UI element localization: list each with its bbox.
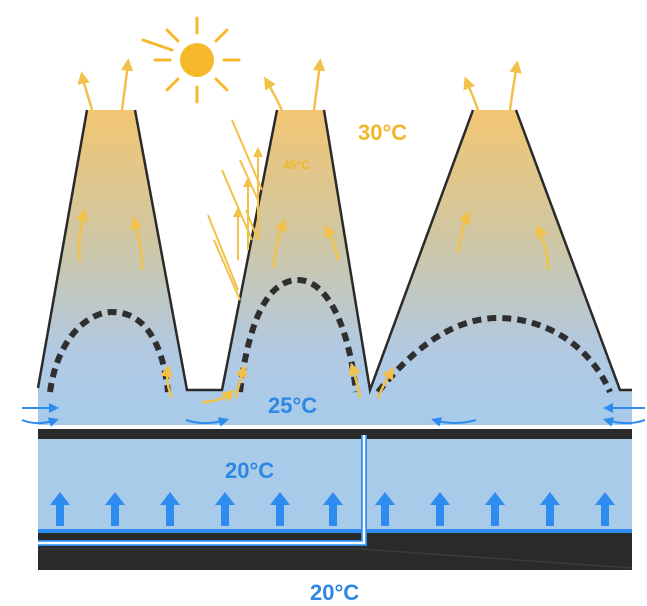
up-arrow-icon [323, 492, 343, 526]
upper-air-zone [36, 109, 632, 425]
ground-temperature-label: 20°C [310, 580, 359, 605]
airflow-arrow-icon [264, 76, 284, 111]
ground-slab [38, 533, 632, 570]
up-arrow-icon [540, 492, 560, 526]
mid-temperature-label: 25°C [268, 393, 317, 418]
up-arrow-icon [50, 492, 70, 526]
dome-left [47, 308, 171, 393]
ground-duct [38, 435, 367, 546]
airflow-arrow-icon [21, 417, 59, 427]
solar-rays [207, 119, 263, 301]
airflow-arrow-icon [234, 364, 248, 399]
up-arrow-icon [105, 492, 125, 526]
up-arrow-icon [270, 492, 290, 526]
lower-temperature-label: 20°C [225, 458, 274, 483]
airflow-arrow-icon [456, 210, 471, 253]
cool-airflow-arrows [21, 403, 646, 427]
ground-highlight [38, 548, 633, 569]
peak-shapes [38, 110, 632, 425]
airflow-arrow-icon [536, 224, 550, 271]
dashed-domes [47, 276, 613, 394]
top-temperature-label: 30°C [358, 120, 407, 145]
airflow-arrow-icon [463, 76, 480, 111]
airflow-arrow-icon [201, 389, 235, 404]
dome-right [375, 314, 613, 394]
cool-floor-line [38, 529, 632, 533]
airflow-arrow-icon [348, 362, 362, 399]
airflow-arrow-icon [120, 58, 134, 111]
airflow-arrow-icon [130, 216, 144, 271]
up-arrow-icon [375, 492, 395, 526]
peak-outline [36, 109, 632, 395]
airflow-arrow-icon [76, 208, 89, 263]
up-arrow-icon [160, 492, 180, 526]
airflow-arrow-icon [312, 58, 326, 111]
airflow-arrow-icon [272, 218, 287, 269]
airflow-arrow-icon [431, 417, 477, 427]
sun-icon [141, 16, 241, 104]
warm-airflow-arrows [76, 58, 550, 404]
up-arrow-icon [430, 492, 450, 526]
airflow-arrow-icon [508, 60, 522, 111]
floor-slab [38, 429, 632, 439]
airflow-arrow-icon [185, 417, 229, 427]
airflow-arrow-icon [376, 366, 394, 399]
up-arrow-icon [485, 492, 505, 526]
up-arrow-icon [215, 492, 235, 526]
peak-temperature-label: 45°C [283, 158, 310, 172]
airflow-arrow-icon [324, 224, 340, 261]
airflow-arrow-icon [160, 364, 174, 399]
airflow-arrow-icon [77, 71, 94, 111]
up-arrow-icon [595, 492, 615, 526]
dome-middle [237, 276, 359, 393]
up-arrows [50, 492, 615, 526]
airflow-arrow-icon [603, 417, 646, 427]
